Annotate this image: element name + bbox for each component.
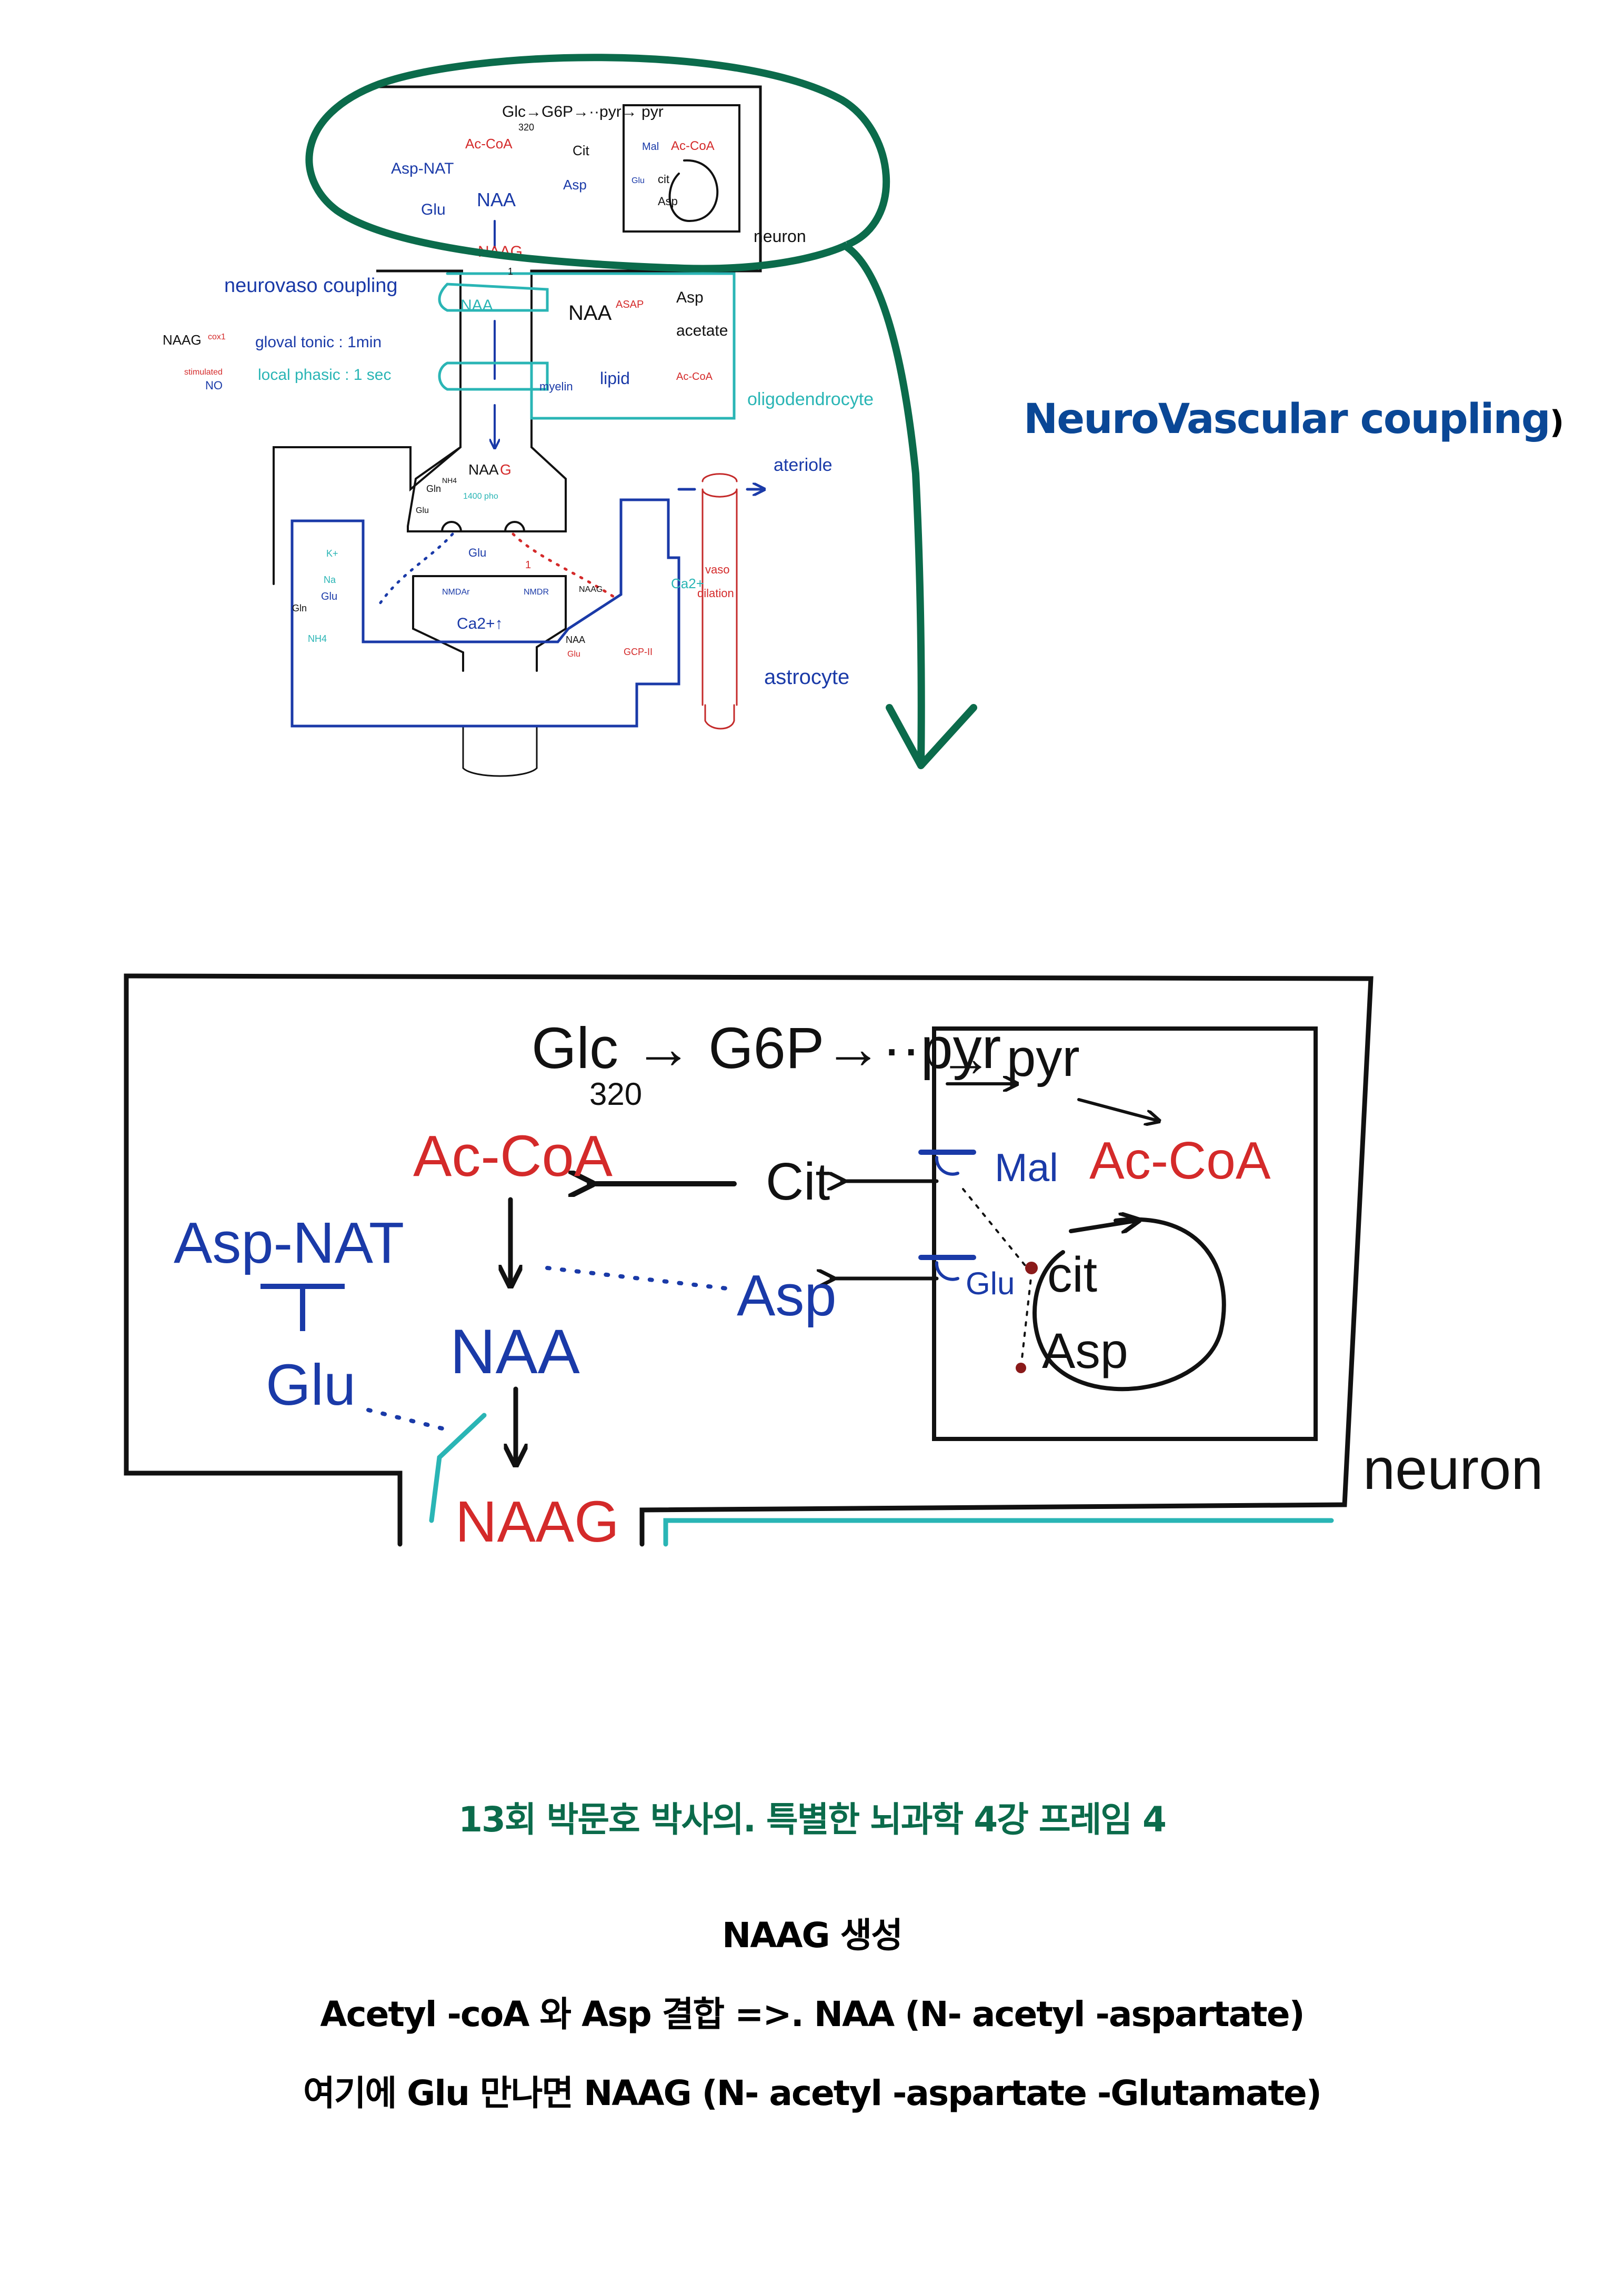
label-glu-syn: Glu — [416, 506, 429, 515]
label-nmdar: NMDAr — [442, 588, 470, 597]
label-1400-pho: 1400 pho — [463, 492, 498, 501]
label-accoa: Ac-CoA — [465, 136, 513, 152]
detail-label-asp: Asp — [737, 1263, 837, 1328]
detail-oligo-edge — [663, 1518, 1334, 1547]
detail-label-mal: Mal — [995, 1145, 1058, 1190]
label-ca-post: Ca2+↑ — [457, 615, 503, 632]
label-acetate: acetate — [676, 322, 728, 339]
detail-label-accoa: Ac-CoA — [413, 1124, 613, 1189]
label-naa: NAA — [477, 189, 516, 210]
detail-label-accoa-mito: Ac-CoA — [1089, 1131, 1271, 1190]
label-cox1: cox1 — [208, 333, 226, 341]
detail-label-asp-mito: Asp — [1042, 1323, 1128, 1379]
label-cit: Cit — [573, 143, 590, 158]
detail-mitochondrion-box — [932, 1026, 1318, 1441]
label-asp-mito: Asp — [658, 195, 678, 208]
label-nmdr: NMDR — [524, 588, 549, 597]
label-asp-nat: Asp-NAT — [391, 160, 454, 177]
label-gloval-tonic: gloval tonic : 1min — [255, 334, 382, 351]
label-no: NO — [205, 379, 223, 392]
detail-label-glu: Glu — [266, 1353, 356, 1417]
label-one: 1 — [508, 266, 513, 277]
detail-neuron-outline — [124, 973, 1374, 1547]
heading-paren: ) — [1549, 404, 1564, 441]
label-nh4: NH4 — [442, 476, 457, 485]
label-k: K+ — [326, 548, 338, 559]
caption-line-1: NAAG 생성 — [722, 1915, 903, 1956]
dendrite-tube — [462, 725, 538, 777]
detail-label-320: 320 — [589, 1076, 642, 1112]
label-nh4-astro: NH4 — [308, 633, 327, 644]
label-astrocyte: astrocyte — [764, 666, 849, 689]
highlight-loop — [305, 54, 890, 273]
detail-labels: Glc → G6P→··pyr → pyr 320 Ac-CoA Cit Mal… — [174, 1016, 1543, 1554]
label-gln: Gln — [426, 484, 441, 494]
label-local-phasic: local phasic : 1 sec — [258, 366, 391, 384]
label-one-red: 1 — [525, 559, 531, 571]
presynaptic-terminal — [273, 446, 567, 585]
caption-line-2: Acetyl -coA 와 Asp 결합 =>. NAA (N- acetyl … — [320, 1994, 1305, 2035]
detail-label-cit: Cit — [766, 1152, 830, 1211]
label-na: Na — [324, 575, 336, 585]
detail-label-asp-nat: Asp-NAT — [174, 1211, 404, 1275]
tca-cycle — [668, 159, 719, 223]
label-lipid: lipid — [600, 369, 630, 388]
label-ca-astro: Ca2+ — [671, 576, 704, 591]
oligodendrocyte-outline — [438, 272, 736, 420]
label-accoa-mito: Ac-CoA — [671, 139, 715, 153]
detail-tca-cycle — [1032, 1217, 1226, 1392]
label-asp-oligo: Asp — [676, 289, 704, 306]
detail-label-glc-chain: Glc → G6P→··pyr — [532, 1016, 1001, 1081]
label-gln-astro: Gln — [292, 603, 307, 613]
highlight-arrow — [844, 244, 977, 769]
label-mal: Mal — [642, 141, 659, 153]
label-ateriole: ateriole — [774, 455, 833, 475]
label-naa-bottom: NAA — [566, 635, 585, 645]
label-neurovaso-coupling: neurovaso coupling — [224, 275, 398, 297]
detail-label-cit-mito: cit — [1047, 1247, 1097, 1303]
neurovascular-coupling-heading: NeuroVascular coupling) — [1024, 396, 1564, 443]
label-320: 320 — [518, 122, 534, 133]
caption-line-3: 여기에 Glu 만나면 NAAG (N- acetyl -aspartate -… — [303, 2073, 1322, 2113]
overview-diagram — [273, 85, 763, 777]
label-myelin: myelin — [539, 380, 573, 393]
label-neuron: neuron — [754, 227, 806, 246]
caption-title: 13회 박문호 박사의. 특별한 뇌과학 4강 프레임 4 — [458, 1799, 1167, 1840]
label-stimulated: stimulated — [184, 368, 223, 377]
label-glu: Glu — [421, 201, 446, 218]
label-glu-bottom: Glu — [567, 650, 580, 659]
label-gcp-ii: GCP-II — [624, 647, 653, 657]
label-asp: Asp — [563, 177, 587, 193]
label-glu-mito: Glu — [631, 176, 645, 185]
overview-labels: Glc→G6P→··pyr→ pyr 320 Ac-CoA Cit Mal Ac… — [163, 103, 874, 689]
label-glu-astro: Glu — [321, 591, 337, 602]
label-naag-astro: NAAG — [579, 585, 603, 594]
arteriole — [701, 473, 738, 730]
label-accoa-oligo: Ac-CoA — [676, 371, 713, 382]
label-naag-syn: NAA — [468, 461, 499, 478]
astrocyte-outline — [290, 498, 680, 728]
detail-label-naa: NAA — [450, 1316, 580, 1387]
label-cit-mito: cit — [658, 173, 669, 186]
label-oligodendrocyte: oligodendrocyte — [747, 389, 874, 409]
detail-label-naag: NAAG — [455, 1489, 619, 1554]
heading-text: NeuroVascular coupling — [1024, 396, 1551, 443]
label-naag-syn-g: G — [500, 461, 512, 478]
mitochondrion-box — [623, 104, 740, 233]
label-dilation: dilation — [697, 587, 734, 600]
label-naag-cox: NAAG — [163, 332, 202, 348]
label-asap: ASAP — [616, 299, 644, 310]
label-glu-cleft: Glu — [468, 546, 486, 559]
label-glc-chain: Glc→G6P→··pyr→ pyr — [502, 103, 664, 120]
label-naa-oligo: NAA — [568, 301, 612, 325]
detail-label-glu-mito: Glu — [966, 1266, 1015, 1301]
label-naa-teal: NAA — [460, 297, 493, 314]
label-vaso: vaso — [705, 563, 729, 576]
detail-label-neuron: neuron — [1363, 1437, 1543, 1502]
detail-label-pyr: → pyr — [939, 1029, 1080, 1087]
detail-diagram — [124, 973, 1374, 1547]
